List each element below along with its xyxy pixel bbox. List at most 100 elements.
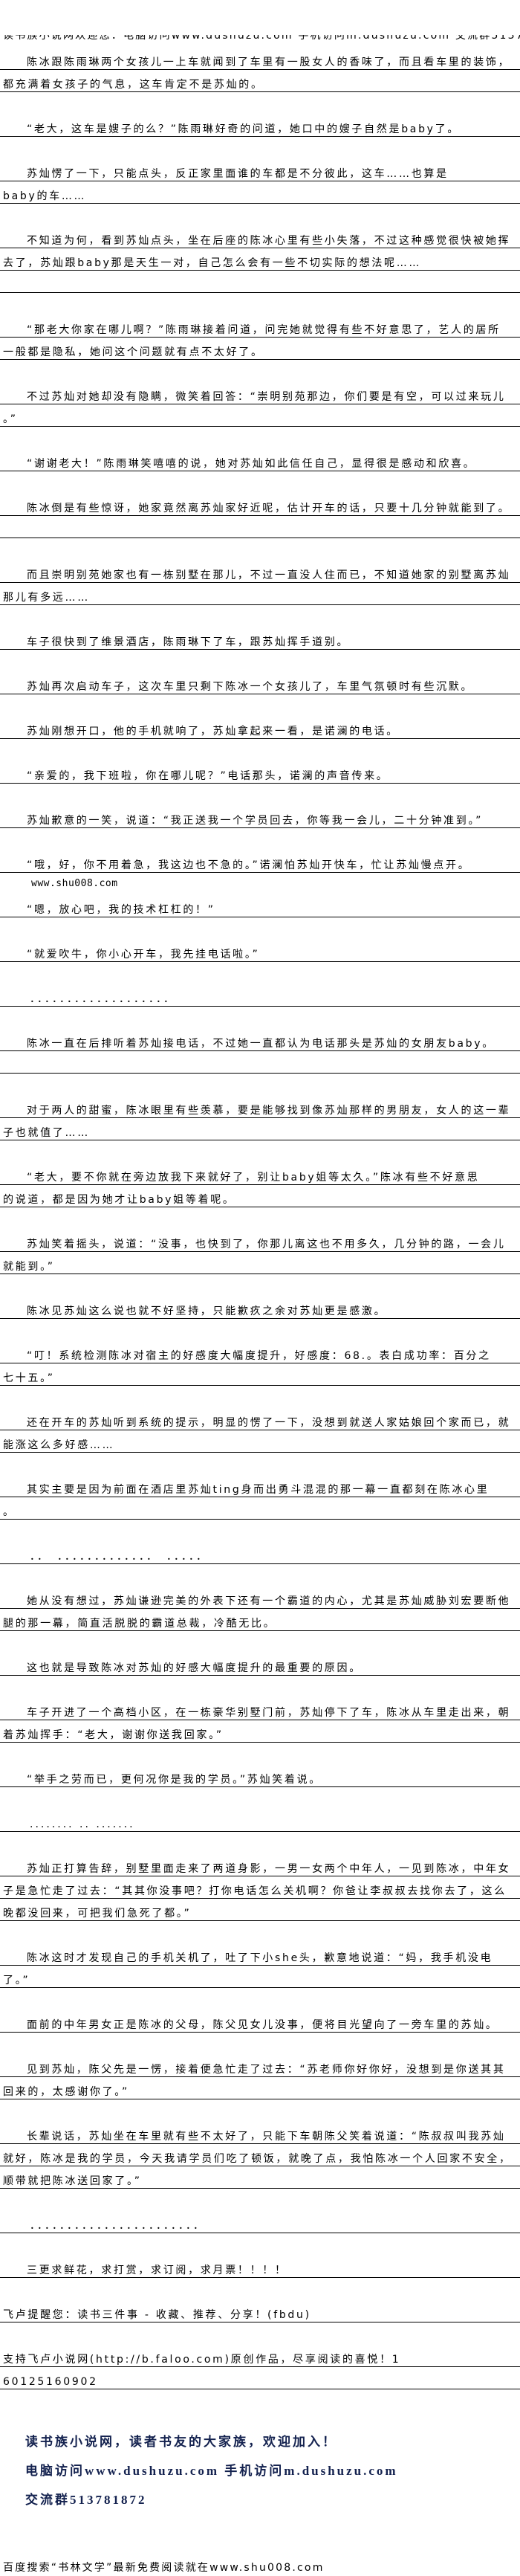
text-line <box>0 271 520 293</box>
text-line: “老大，要不你就在旁边放我下来就好了，别让baby姐等太久。”陈冰有些不好意思 <box>0 1163 520 1185</box>
paragraph: 对于两人的甜蜜，陈冰眼里有些羡慕，要是能够找到像苏灿那样的男朋友，女人的这一辈子… <box>0 1096 520 1140</box>
paragraph: “就爱吹牛，你小心开车，我先挂电话啦。” <box>0 940 520 962</box>
footer-group-number: 交流群513781872 <box>25 2493 147 2507</box>
section-separator: ．． ．．．．．．．．．．．．． ．．．．． <box>0 1542 520 1564</box>
section-separator: ........ .. ....... <box>0 1810 520 1832</box>
text-line: 60125160902 <box>0 2367 520 2389</box>
paragraph: 苏灿正打算告辞，别墅里面走来了两道身影，一男一女两个中年人，一见到陈冰，中年女子… <box>0 1854 520 1921</box>
text-line <box>0 516 520 538</box>
paragraph: 陈冰倒是有些惊讶，她家竟然离苏灿家好近呢，估计开车的话，只要十几分钟就能到了。 <box>0 494 520 538</box>
site-footer: 读书族小说网，读者书友的大家族，欢迎加入！ 电脑访问www.dushuzu.co… <box>25 2433 398 2519</box>
text-line: 苏灿歉意的一笑，说道：“我正送我一个学员回去，你等我一会儿，二十分钟准到。” <box>0 806 520 828</box>
text-line <box>0 1051 520 1074</box>
text-line: 其实主要是因为前面在酒店里苏灿ting身而出勇斗混混的那一幕一直都刻在陈冰心里 <box>0 1475 520 1497</box>
text-line: baby的车…… <box>0 181 520 204</box>
text-line: 着苏灿挥手：“老大，谢谢你送我回家。” <box>0 1720 520 1743</box>
text-line: “那老大你家在哪儿啊？”陈雨琳接着问道，问完她就觉得有些不好意思了，艺人的居所 <box>0 315 520 338</box>
text-line: 陈冰这时才发现自己的手机关机了，吐了下小she头，歉意地说道：“妈，我手机没电 <box>0 1943 520 1966</box>
text-line: 了。” <box>0 1966 520 1988</box>
text-line: 她从没有想过，苏灿谦逊完美的外表下还有一个霸道的内心，尤其是苏灿威胁刘宏要断他 <box>0 1586 520 1609</box>
paragraph: 长辈说话，苏灿坐在车里就有些不太好了，只能下车朝陈父笑着说道：“陈叔叔叫我苏灿就… <box>0 2122 520 2189</box>
chapter-body: 陈冰跟陈雨琳两个女孩儿一上车就闻到了车里有一股女人的香味了，而且看车里的装饰，都… <box>0 48 520 2412</box>
text-line: 对于两人的甜蜜，陈冰眼里有些羡慕，要是能够找到像苏灿那样的男朋友，女人的这一辈 <box>0 1096 520 1118</box>
text-line: 那儿有多远…… <box>0 583 520 605</box>
paragraph: 面前的中年男女正是陈冰的父母，陈父见女儿没事，便将目光望向了一旁车里的苏灿。 <box>0 2010 520 2033</box>
paragraph: 车子很快到了维景酒店，陈雨琳下了车，跟苏灿挥手道别。 <box>0 627 520 650</box>
text-line: 这也就是导致陈冰对苏灿的好感大幅度提升的最重要的原因。 <box>0 1653 520 1676</box>
paragraph: “哦，好，你不用着急，我这边也不急的。”诺澜怕苏灿开快车，忙让苏灿慢点开。 <box>0 850 520 873</box>
text-line: 就能到。” <box>0 1252 520 1274</box>
text-line: 一般都是隐私，她问这个问题就有点不太好了。 <box>0 338 520 360</box>
text-line: “举手之劳而已，更何况你是我的学员。”苏灿笑着说。 <box>0 1765 520 1787</box>
text-line: 子是急忙走了过去：“其其你没事吧？打你电话怎么关机啊？你爸让李叔叔去找你去了，这… <box>0 1876 520 1899</box>
text-line: 回来的，太感谢你了。” <box>0 2077 520 2099</box>
text-line: “叮！系统检测陈冰对宿主的好感度大幅度提升，好感度：68.。表白成功率：百分之 <box>0 1341 520 1363</box>
site-header-text: 读书族小说网欢迎您：电脑访问www.dushuzu.com 手机访问m.dush… <box>3 35 520 42</box>
paragraph: “老大，要不你就在旁边放我下来就好了，别让baby姐等太久。”陈冰有些不好意思的… <box>0 1163 520 1207</box>
section-separator: ．．．．．．．．．．．．．．．．．．． <box>0 984 520 1007</box>
paragraph: “老大，这车是嫂子的么？”陈雨琳好奇的问道，她口中的嫂子自然是baby了。 <box>0 114 520 137</box>
text-line: 陈冰见苏灿这么说也就不好坚持，只能歉疚之余对苏灿更是感激。 <box>0 1297 520 1319</box>
text-line: “谢谢老大！”陈雨琳笑嘻嘻的说，她对苏灿如此信任自己，显得很是感动和欣喜。 <box>0 449 520 471</box>
notice-paragraph: 飞卢提醒您：读书三件事 - 收藏、推荐、分享！(fbdu) <box>0 2300 520 2322</box>
text-line: 晚都没回来，可把我们急死了都。” <box>0 1899 520 1921</box>
text-line: 而且崇明别苑她家也有一栋别墅在那儿，不过一直没人住而已，不知道她家的别墅离苏灿 <box>0 561 520 583</box>
paragraph: “叮！系统检测陈冰对宿主的好感度大幅度提升，好感度：68.。表白成功率：百分之七… <box>0 1341 520 1386</box>
notice-paragraph: 支持飞卢小说网(http://b.faloo.com)原创作品，尽享阅读的喜悦！… <box>0 2345 520 2389</box>
text-line: 能涨这么多好感…… <box>0 1430 520 1453</box>
text-line: 长辈说话，苏灿坐在车里就有些不太好了，只能下车朝陈父笑着说道：“陈叔叔叫我苏灿 <box>0 2122 520 2144</box>
footer-access-links[interactable]: 电脑访问www.dushuzu.com 手机访问m.dushuzu.com <box>25 2464 398 2478</box>
text-line: ．．．．．．．．．．．．．．．．．．． <box>0 984 520 1007</box>
paragraph: 车子开进了一个高档小区，在一栋豪华别墅门前，苏灿停下了车，陈冰从车里走出来，朝着… <box>0 1698 520 1743</box>
text-line: ．． ．．．．．．．．．．．．． ．．．．． <box>0 1542 520 1564</box>
paragraph: 她从没有想过，苏灿谦逊完美的外表下还有一个霸道的内心，尤其是苏灿威胁刘宏要断他腿… <box>0 1586 520 1631</box>
text-line: 车子很快到了维景酒店，陈雨琳下了车，跟苏灿挥手道别。 <box>0 627 520 650</box>
text-line: 的说道，都是因为她才让baby姐等着呢。 <box>0 1185 520 1207</box>
text-line: ........ .. ....... <box>0 1810 520 1832</box>
text-line: 陈冰一直在后排听着苏灿接电话，不过她一直都认为电话那头是苏灿的女朋友baby。 <box>0 1029 520 1051</box>
text-line: 三更求鲜花，求打赏，求订阅，求月票！！！！ <box>0 2256 520 2278</box>
site-header-banner: 读书族小说网欢迎您：电脑访问www.dushuzu.com 手机访问m.dush… <box>0 35 520 42</box>
paragraph: “举手之劳而已，更何况你是我的学员。”苏灿笑着说。 <box>0 1765 520 1787</box>
paragraph: 还在开车的苏灿听到系统的提示，明显的愣了一下，没想到就送人家姑娘回个家而已，就能… <box>0 1408 520 1453</box>
text-line: 苏灿刚想开口，他的手机就响了，苏灿拿起来一看，是诺澜的电话。 <box>0 717 520 739</box>
text-line: “老大，这车是嫂子的么？”陈雨琳好奇的问道，她口中的嫂子自然是baby了。 <box>0 114 520 137</box>
paragraph: 陈冰这时才发现自己的手机关机了，吐了下小she头，歉意地说道：“妈，我手机没电了… <box>0 1943 520 1988</box>
text-line: 飞卢提醒您：读书三件事 - 收藏、推荐、分享！(fbdu) <box>0 2300 520 2322</box>
text-line: 陈冰倒是有些惊讶，她家竟然离苏灿家好近呢，估计开车的话，只要十几分钟就能到了。 <box>0 494 520 516</box>
text-line: 就好，陈冰是我的学员，今天我请学员们吃了顿饭，就晚了点，我怕陈冰一个人回家不安全… <box>0 2144 520 2166</box>
text-line: “嗯，放心吧，我的技术杠杠的！” <box>0 895 520 917</box>
text-line: 苏灿正打算告辞，别墅里面走来了两道身影，一男一女两个中年人，一见到陈冰，中年女 <box>0 1854 520 1876</box>
paragraph: 苏灿笑着摇头，说道：“没事，也快到了，你那儿离这也不用多久，几分钟的路，一会儿就… <box>0 1230 520 1274</box>
paragraph: 见到苏灿，陈父先是一愣，接着便急忙走了过去：“苏老师你好你好，没想到是你送其其回… <box>0 2055 520 2099</box>
text-line: 见到苏灿，陈父先是一愣，接着便急忙走了过去：“苏老师你好你好，没想到是你送其其 <box>0 2055 520 2077</box>
text-line: 苏灿愣了一下，只能点头，反正家里面谁的车都是不分彼此，这车……也算是 <box>0 159 520 181</box>
text-line: 支持飞卢小说网(http://b.faloo.com)原创作品，尽享阅读的喜悦！… <box>0 2345 520 2367</box>
paragraph: 陈冰跟陈雨琳两个女孩儿一上车就闻到了车里有一股女人的香味了，而且看车里的装饰，都… <box>0 48 520 92</box>
paragraph: “那老大你家在哪儿啊？”陈雨琳接着问道，问完她就觉得有些不好意思了，艺人的居所一… <box>0 315 520 360</box>
text-line: “就爱吹牛，你小心开车，我先挂电话啦。” <box>0 940 520 962</box>
text-line: 不知道为何，看到苏灿点头，坐在后座的陈冰心里有些小失落，不过这种感觉很快被她挥 <box>0 226 520 248</box>
paragraph: www.shu008.com“嗯，放心吧，我的技术杠杠的！” <box>0 878 520 917</box>
paragraph: 其实主要是因为前面在酒店里苏灿ting身而出勇斗混混的那一幕一直都刻在陈冰心里。 <box>0 1475 520 1520</box>
text-line: “哦，好，你不用着急，我这边也不急的。”诺澜怕苏灿开快车，忙让苏灿慢点开。 <box>0 850 520 873</box>
text-line: 。” <box>0 404 520 427</box>
text-line: 面前的中年男女正是陈冰的父母，陈父见女儿没事，便将目光望向了一旁车里的苏灿。 <box>0 2010 520 2033</box>
paragraph: “亲爱的，我下班啦，你在哪儿呢？”电话那头，诺澜的声音传来。 <box>0 761 520 784</box>
text-line: 苏灿笑着摇头，说道：“没事，也快到了，你那儿离这也不用多久，几分钟的路，一会儿 <box>0 1230 520 1252</box>
text-line: 子也就值了…… <box>0 1118 520 1140</box>
text-line: 苏灿再次启动车子，这次车里只剩下陈冰一个女孩儿了，车里气氛顿时有些沉默。 <box>0 672 520 694</box>
paragraph: 陈冰见苏灿这么说也就不好坚持，只能歉疚之余对苏灿更是感激。 <box>0 1297 520 1319</box>
text-line: 。 <box>0 1497 520 1520</box>
text-line: ．．．．．．．．．．．．．．．．．．．．．．． <box>0 2211 520 2233</box>
text-line: 车子开进了一个高档小区，在一栋豪华别墅门前，苏灿停下了车，陈冰从车里走出来，朝 <box>0 1698 520 1720</box>
text-line: 还在开车的苏灿听到系统的提示，明显的愣了一下，没想到就送人家姑娘回个家而已，就 <box>0 1408 520 1430</box>
text-line: 去了，苏灿跟baby那是天生一对，自己怎么会有一些不切实际的想法呢…… <box>0 248 520 271</box>
paragraph: 三更求鲜花，求打赏，求订阅，求月票！！！！ <box>0 2256 520 2278</box>
paragraph: 苏灿歉意的一笑，说道：“我正送我一个学员回去，你等我一会儿，二十分钟准到。” <box>0 806 520 828</box>
footer-welcome: 读书族小说网，读者书友的大家族，欢迎加入！ <box>25 2435 337 2449</box>
paragraph: 这也就是导致陈冰对苏灿的好感大幅度提升的最重要的原因。 <box>0 1653 520 1676</box>
paragraph: 苏灿再次启动车子，这次车里只剩下陈冰一个女孩儿了，车里气氛顿时有些沉默。 <box>0 672 520 694</box>
paragraph: “谢谢老大！”陈雨琳笑嘻嘻的说，她对苏灿如此信任自己，显得很是感动和欣喜。 <box>0 449 520 471</box>
